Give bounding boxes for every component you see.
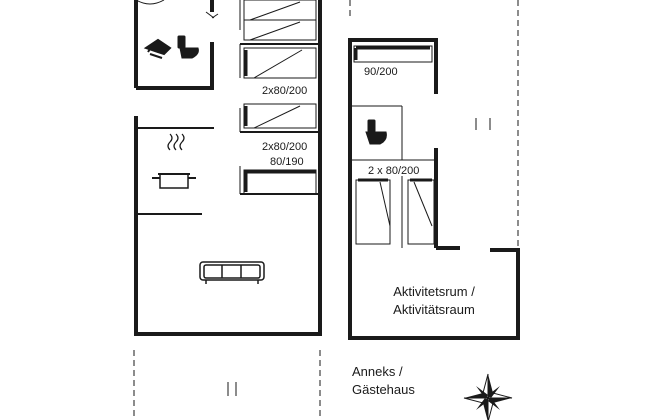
bed-frame <box>355 179 391 245</box>
toilet-icon <box>365 119 387 145</box>
shower-icon <box>143 38 172 59</box>
bed-diagonal <box>249 21 301 41</box>
toilet-icon <box>177 35 199 59</box>
bed-frame <box>243 169 317 195</box>
bed-label: 90/200 <box>364 66 398 78</box>
main-house <box>133 0 322 420</box>
bed-frame <box>243 47 317 79</box>
bed-4 <box>353 45 433 63</box>
cooking-pot-icon <box>152 133 196 189</box>
bed-2 <box>243 103 317 129</box>
door-mark <box>205 11 219 19</box>
sofa-icon <box>199 261 265 284</box>
bed-label: 80/190 <box>270 156 304 168</box>
bed-label: 2x80/200 <box>262 141 307 153</box>
bed-frame <box>407 179 435 245</box>
compass-rose-icon <box>463 373 513 420</box>
bed-label: 2 x 80/200 <box>368 165 419 177</box>
annex-title: Gästehaus <box>352 382 415 397</box>
bed-frame <box>353 45 433 63</box>
bed-1 <box>243 47 317 79</box>
bed-top <box>243 0 317 41</box>
activity-room-label: Aktivitetsrum / <box>393 284 475 299</box>
bed-5 <box>355 178 435 245</box>
annex-title: Anneks / <box>352 364 403 379</box>
bed-diagonal <box>253 49 303 79</box>
bed-diagonal <box>413 181 433 227</box>
bed-diagonal <box>249 1 301 21</box>
door-arc <box>135 0 165 5</box>
annex <box>348 0 520 340</box>
bed-frame <box>243 103 317 129</box>
bed-3 <box>243 169 317 195</box>
bed-diagonal <box>253 105 301 129</box>
bed-diagonal <box>379 181 391 227</box>
activity-room-label: Aktivitätsraum <box>393 302 475 317</box>
bed-label: 2x80/200 <box>262 85 307 97</box>
